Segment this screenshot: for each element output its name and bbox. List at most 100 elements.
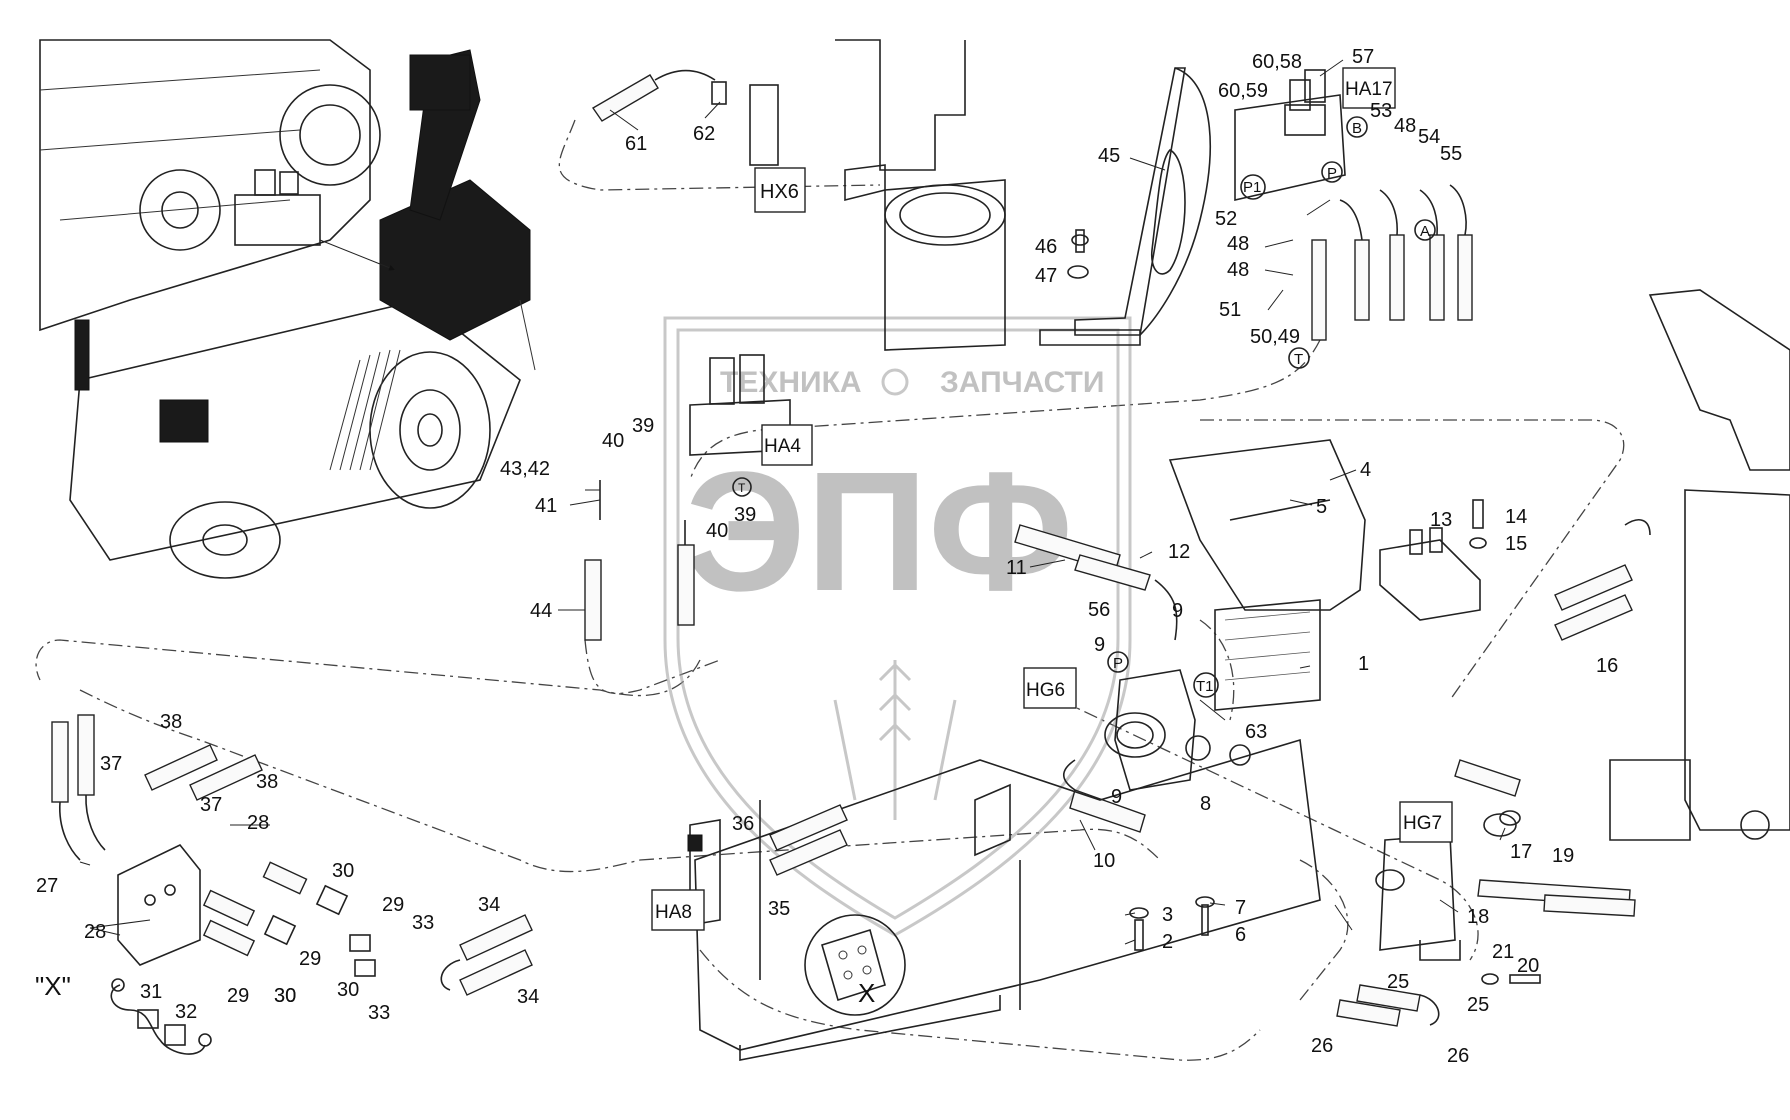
watermark-right-text: ЗАПЧАСТИ [940, 366, 1104, 399]
route-lines [35, 119, 1625, 1061]
callout-43-42: 43,42 [500, 458, 550, 480]
tag-ha4-text: HA4 [764, 436, 801, 457]
hose-19 [1477, 879, 1636, 917]
callout-56: 56 [1088, 599, 1110, 621]
hose-61 [591, 69, 727, 122]
callout-39-a: 39 [632, 415, 654, 437]
callout-37-a: 37 [100, 753, 122, 775]
tag-hg6: HG6 [1023, 667, 1077, 709]
callout-44: 44 [530, 600, 552, 622]
callout-29-c: 29 [227, 985, 249, 1007]
detail-x-circle [804, 914, 906, 1016]
callout-11: 11 [1006, 557, 1027, 579]
callout-20: 20 [1517, 955, 1539, 977]
callout-10: 10 [1093, 850, 1115, 872]
callout-34-a: 34 [478, 894, 500, 916]
callout-26-b: 26 [1447, 1045, 1469, 1067]
valve-block-ha17 [1234, 69, 1346, 202]
hoses-27-28 [51, 714, 106, 861]
wheat-ear-icon [833, 660, 957, 820]
callout-30-c: 30 [337, 979, 359, 1001]
couplings-29-30 [202, 861, 376, 977]
hoses-hg6 [1014, 524, 1178, 833]
callout-57: 57 [1352, 46, 1374, 68]
hoses-37-38 [144, 744, 263, 801]
dust-caps-31-32 [110, 978, 212, 1055]
callout-25-b: 25 [1467, 994, 1489, 1016]
hoses-ha17 [1311, 184, 1473, 341]
callout-4: 4 [1360, 459, 1371, 481]
callout-26-a: 26 [1311, 1035, 1333, 1057]
valve-hg6 [1104, 669, 1251, 791]
callout-9-a: 9 [1172, 600, 1183, 622]
callout-9-c: 9 [1111, 786, 1122, 808]
watermark-logo: ЭПФ [685, 437, 1073, 627]
tag-hg7-text: HG7 [1403, 813, 1442, 834]
callout-41: 41 [535, 495, 557, 517]
hoses-26 [1336, 984, 1440, 1027]
tag-hx6: HX6 [754, 167, 806, 213]
callout-29-b: 29 [299, 948, 321, 970]
callout-18: 18 [1467, 906, 1489, 928]
callout-46: 46 [1035, 236, 1057, 258]
frame-main [694, 738, 1321, 1061]
bracket-45 [1074, 67, 1211, 336]
callout-28-b: 28 [84, 921, 106, 943]
callout-52: 52 [1215, 208, 1237, 230]
callout-32: 32 [175, 1001, 197, 1023]
hydraulic-tank [379, 49, 536, 371]
callout-51: 51 [1219, 299, 1241, 321]
callout-30-b: 30 [274, 985, 296, 1007]
tag-hg6-text: HG6 [1026, 680, 1065, 701]
callout-60-59: 60,59 [1218, 80, 1268, 102]
callout-39-b: 39 [734, 504, 756, 526]
callout-33-a: 33 [412, 912, 434, 934]
port-marks: P1 P B A T P T1 T [732, 116, 1436, 698]
pulley [169, 349, 491, 579]
callout-53: 53 [1370, 100, 1392, 122]
hose-17 [1454, 759, 1521, 837]
pump-1 [1214, 599, 1321, 711]
callout-33-b: 33 [368, 1002, 390, 1024]
callout-leaders [79, 59, 1506, 945]
callout-27: 27 [36, 875, 58, 897]
callout-30-d: 30 [274, 985, 296, 1007]
gear-icon [881, 368, 909, 396]
valve-block-engine [234, 169, 321, 246]
hoses-35-36 [769, 804, 848, 876]
distribution-block-hx6 [749, 84, 779, 166]
callout-40-b: 40 [706, 520, 728, 542]
port-p: P [1327, 165, 1337, 182]
callout-38-a: 38 [160, 711, 182, 733]
callout-13: 13 [1430, 509, 1452, 531]
callout-30-a: 30 [332, 860, 354, 882]
tag-ha4: HA4 [761, 424, 813, 466]
callout-28-a: 28 [247, 812, 269, 834]
tower-column [835, 39, 1141, 351]
engine-detail [39, 39, 536, 579]
callout-37-b: 37 [200, 794, 222, 816]
watermark: ТЕХНИКА ЗАПЧАСТИ ЭПФ [663, 316, 1132, 937]
port-t-ha4: T [738, 481, 746, 495]
callout-36: 36 [732, 813, 754, 835]
callout-1: 1 [1358, 653, 1369, 675]
callout-6: 6 [1235, 924, 1246, 946]
callout-47: 47 [1035, 265, 1057, 287]
callout-62: 62 [693, 123, 715, 145]
right-bracket-13 [1379, 527, 1481, 621]
tag-hx6-text: HX6 [760, 181, 799, 203]
callout-9-b: 9 [1094, 634, 1105, 656]
watermark-left-text: ТЕХНИКА [720, 366, 862, 399]
callout-34-b: 34 [517, 986, 539, 1008]
tank-housing-4 [1168, 439, 1366, 611]
callout-48-c: 48 [1227, 259, 1249, 281]
callout-17: 17 [1510, 841, 1532, 863]
tag-ha8-text: HA8 [655, 902, 692, 923]
callout-48-b: 48 [1227, 233, 1249, 255]
callout-25-a: 25 [1387, 971, 1409, 993]
callout-35: 35 [768, 898, 790, 920]
port-t1: T1 [1196, 678, 1214, 695]
callout-15: 15 [1505, 533, 1527, 555]
hoses-34 [440, 914, 533, 996]
